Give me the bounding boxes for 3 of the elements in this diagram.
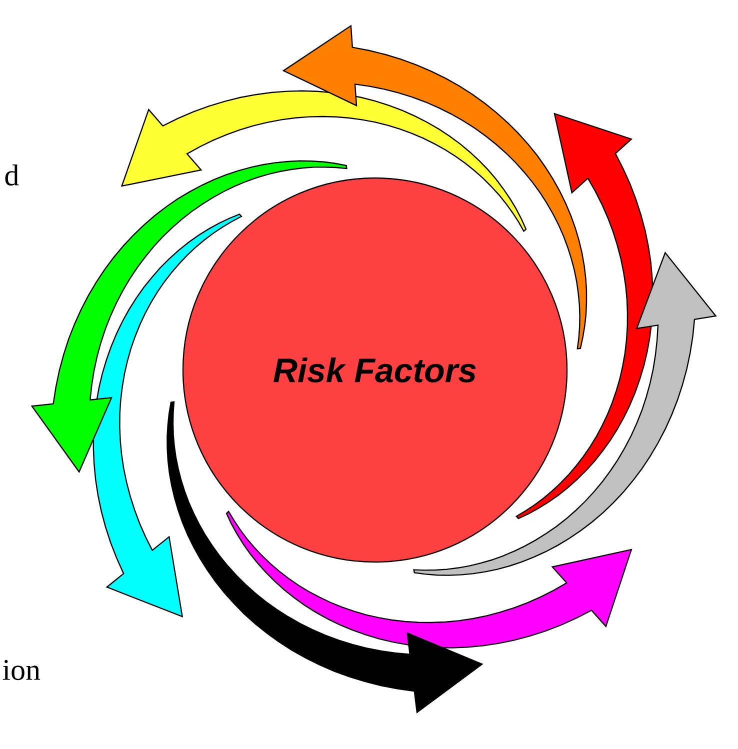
side-label: ion [2,660,40,680]
side-label: d [5,164,19,186]
circle-node: Risk Factors [182,177,568,563]
